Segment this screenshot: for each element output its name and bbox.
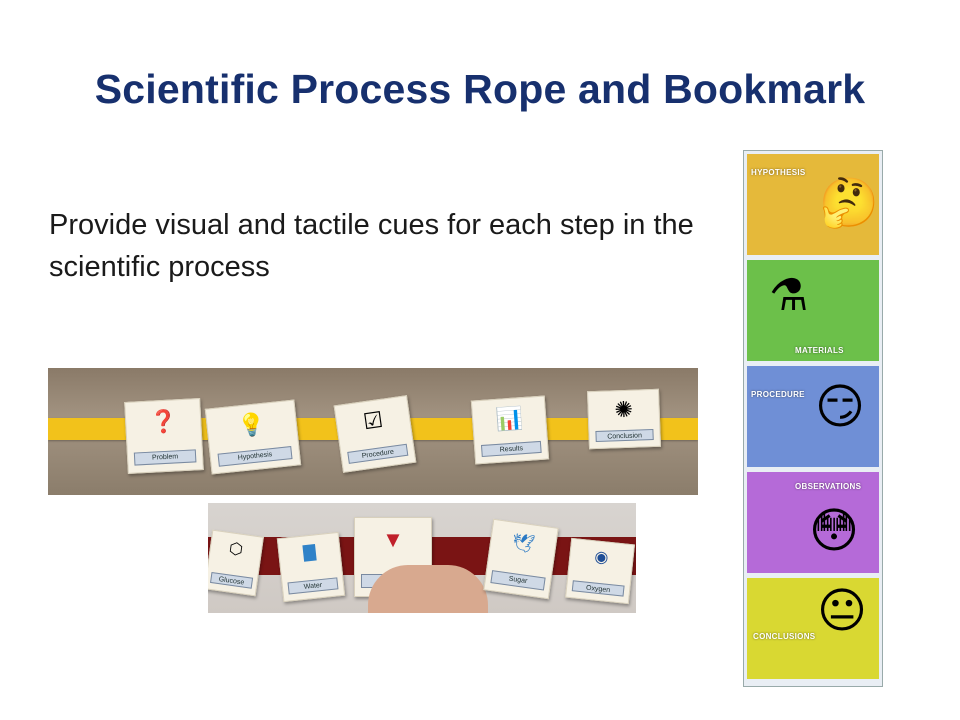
strip-card-label: Glucose [209, 571, 254, 589]
rope-card-label: Problem [133, 449, 197, 466]
bookmark-panel-label: HYPOTHESIS [751, 168, 806, 177]
strip-card-water: ▇ Water [276, 531, 346, 603]
bookmark-panel-procedure: PROCEDURE 😏 [747, 366, 879, 467]
slide-title: Scientific Process Rope and Bookmark [94, 66, 866, 112]
rope-card-procedure: ☑ Procedure [333, 395, 417, 473]
hand [368, 565, 488, 613]
strip-card-label: Sugar [490, 569, 546, 591]
strip-card-oxygen: ◉ Oxygen [565, 537, 635, 605]
strip-photo: ⬡ Glucose ▇ Water ▼ Yields 🕊 Sugar ◉ Oxy… [208, 503, 636, 613]
scientist-pipette-icon: 😏 [815, 381, 866, 434]
scientist-beaker-icon: 😳 [809, 505, 860, 558]
oxygen-icon: ◉ [593, 548, 610, 567]
bookmark-panel-hypothesis: HYPOTHESIS 🤔 [747, 154, 879, 255]
rope-card-results: 📊 Results [470, 395, 550, 465]
question-icon: ❓ [148, 408, 178, 435]
checklist-icon: ☑ [361, 407, 385, 435]
rope-photo: ❓ Problem 💡 Hypothesis ☑ Procedure 📊 Res… [48, 368, 698, 495]
yield-sign-icon: ▼ [382, 526, 404, 552]
strip-card-glucose: ⬡ Glucose [208, 529, 264, 597]
rope-card-problem: ❓ Problem [124, 398, 204, 474]
rope-card-label: Conclusion [595, 429, 655, 443]
lightbulb-icon: 💡 [236, 410, 267, 439]
scientist-notepad-icon: 😐 [817, 585, 868, 638]
bookmark-panel-observations: OBSERVATIONS 😳 [747, 472, 879, 573]
slide-body-text: Provide visual and tactile cues for each… [49, 209, 694, 284]
bookmark-panel-label: OBSERVATIONS [795, 482, 862, 491]
thinking-scientist-icon: 🤔 [819, 177, 879, 230]
strip-card-sugar: 🕊 Sugar [483, 518, 559, 600]
bookmark-panel-conclusions: CONCLUSIONS 😐 [747, 578, 879, 679]
bar-chart-icon: 📊 [494, 404, 524, 432]
molecule-icon: ⬡ [227, 540, 244, 560]
rope-card-label: Results [480, 440, 542, 457]
rope-card-label: Procedure [346, 443, 409, 465]
rope-card-label: Hypothesis [217, 446, 293, 467]
rope-card-hypothesis: 💡 Hypothesis [204, 399, 302, 475]
scientific-process-bookmark: HYPOTHESIS 🤔 ⚗ MATERIALS PROCEDURE 😏 OBS… [743, 150, 883, 687]
bookmark-panel-label: MATERIALS [795, 346, 844, 355]
bookmark-panel-label: PROCEDURE [751, 390, 805, 399]
burst-icon: ✺ [614, 396, 634, 423]
strip-card-label: Oxygen [571, 580, 625, 597]
rope-card-conclusion: ✺ Conclusion [587, 388, 661, 450]
strip-card-label: Water [287, 577, 339, 595]
bookmark-panel-materials: ⚗ MATERIALS [747, 260, 879, 361]
flasks-icon: ⚗ [769, 271, 809, 320]
water-icon: ▇ [302, 543, 317, 562]
bookmark-panel-label: CONCLUSIONS [753, 632, 816, 641]
bird-icon: 🕊 [510, 531, 536, 555]
